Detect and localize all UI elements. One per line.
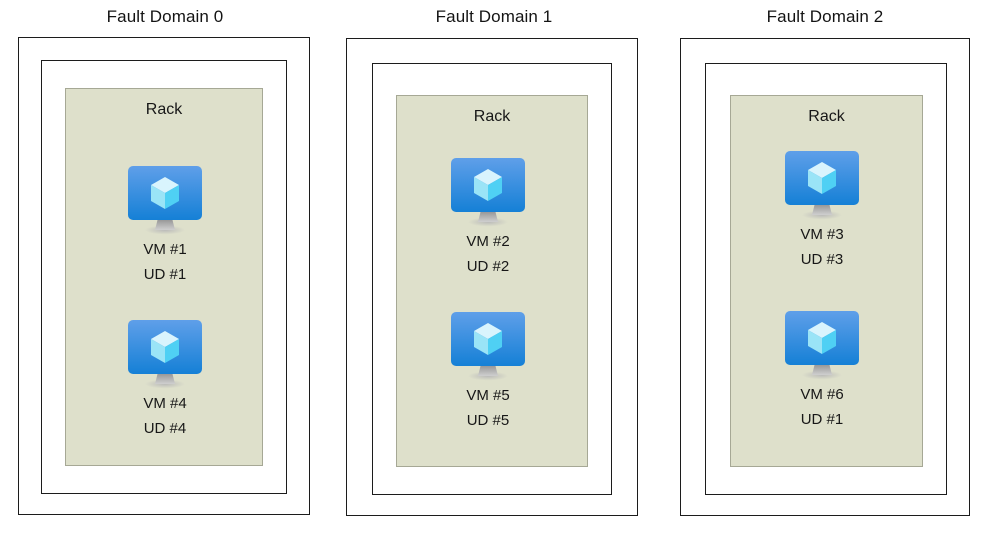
update-domain-label: UD #4 [143,420,187,437]
vm-name-label: VM #2 [466,233,510,250]
fault-domain-title-0: Fault Domain 0 [106,7,224,26]
vm-label-group-0-1: VM #4 UD #4 [143,391,186,441]
rack-box-0: Rack [65,88,263,466]
fault-domain-column-0: Fault Domain 0 Rack [0,0,330,533]
virtual-machine-icon [785,311,859,381]
vm-name-label: VM #3 [800,226,844,243]
virtual-machine-icon [128,166,202,236]
vm-label-group-2-1: VM #6 UD #1 [800,382,843,432]
update-domain-label: UD #1 [800,411,844,428]
vm-name-label: VM #5 [466,387,510,404]
fault-domain-title-1: Fault Domain 1 [435,7,553,26]
fault-domain-column-1: Fault Domain 1 Rack [329,0,659,533]
vm-name-label: VM #6 [800,386,844,403]
vm-unit-0-0[interactable]: VM #1 UD #1 [0,166,330,287]
virtual-machine-icon [785,151,859,221]
virtual-machine-icon [451,312,525,382]
vm-unit-1-1[interactable]: VM #5 UD #5 [323,312,653,433]
vm-unit-2-0[interactable]: VM #3 UD #3 [657,151,987,272]
rack-label-2: Rack [808,108,845,125]
rack-label-1: Rack [473,108,511,125]
vm-label-group-0-0: VM #1 UD #1 [143,237,186,287]
update-domain-label: UD #5 [466,412,510,429]
vm-unit-2-1[interactable]: VM #6 UD #1 [657,311,987,432]
vm-label-group-2-0: VM #3 UD #3 [800,222,843,272]
virtual-machine-icon [128,320,202,390]
rack-box-1: Rack [396,95,588,467]
rack-label-0: Rack [145,101,183,118]
update-domain-label: UD #3 [800,251,844,268]
vm-name-label: VM #4 [143,395,187,412]
fault-domain-column-2: Fault Domain 2 Rack [660,0,990,533]
vm-unit-1-0[interactable]: VM #2 UD #2 [323,158,653,279]
vm-label-group-1-1: VM #5 UD #5 [466,383,509,433]
update-domain-label: UD #2 [466,258,510,275]
vm-unit-0-1[interactable]: VM #4 UD #4 [0,320,330,441]
fault-domain-title-2: Fault Domain 2 [766,7,884,26]
vm-label-group-1-0: VM #2 UD #2 [466,229,509,279]
update-domain-label: UD #1 [143,266,187,283]
vm-name-label: VM #1 [143,241,187,258]
virtual-machine-icon [451,158,525,228]
